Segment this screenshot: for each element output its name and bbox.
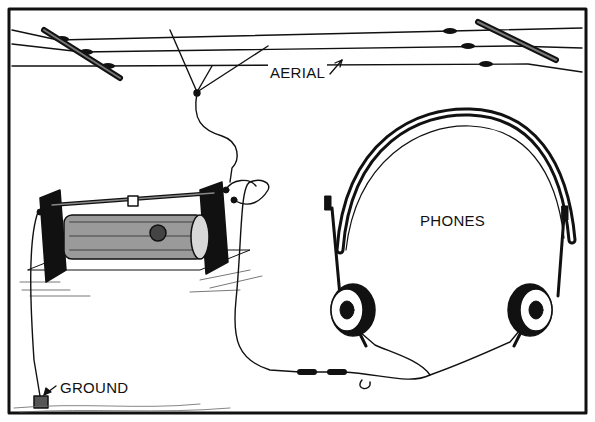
ground-wire xyxy=(14,212,230,412)
part-label: GROUND xyxy=(58,379,130,396)
headphones xyxy=(325,112,572,346)
part-label: PHONES xyxy=(418,212,487,229)
lead-in xyxy=(170,30,268,182)
phone-cord xyxy=(226,180,520,388)
part-label: AERIAL xyxy=(268,64,327,81)
tuning-coil xyxy=(20,182,262,296)
leader-arrows xyxy=(44,60,342,395)
insulators xyxy=(55,28,493,69)
frame xyxy=(9,9,586,413)
